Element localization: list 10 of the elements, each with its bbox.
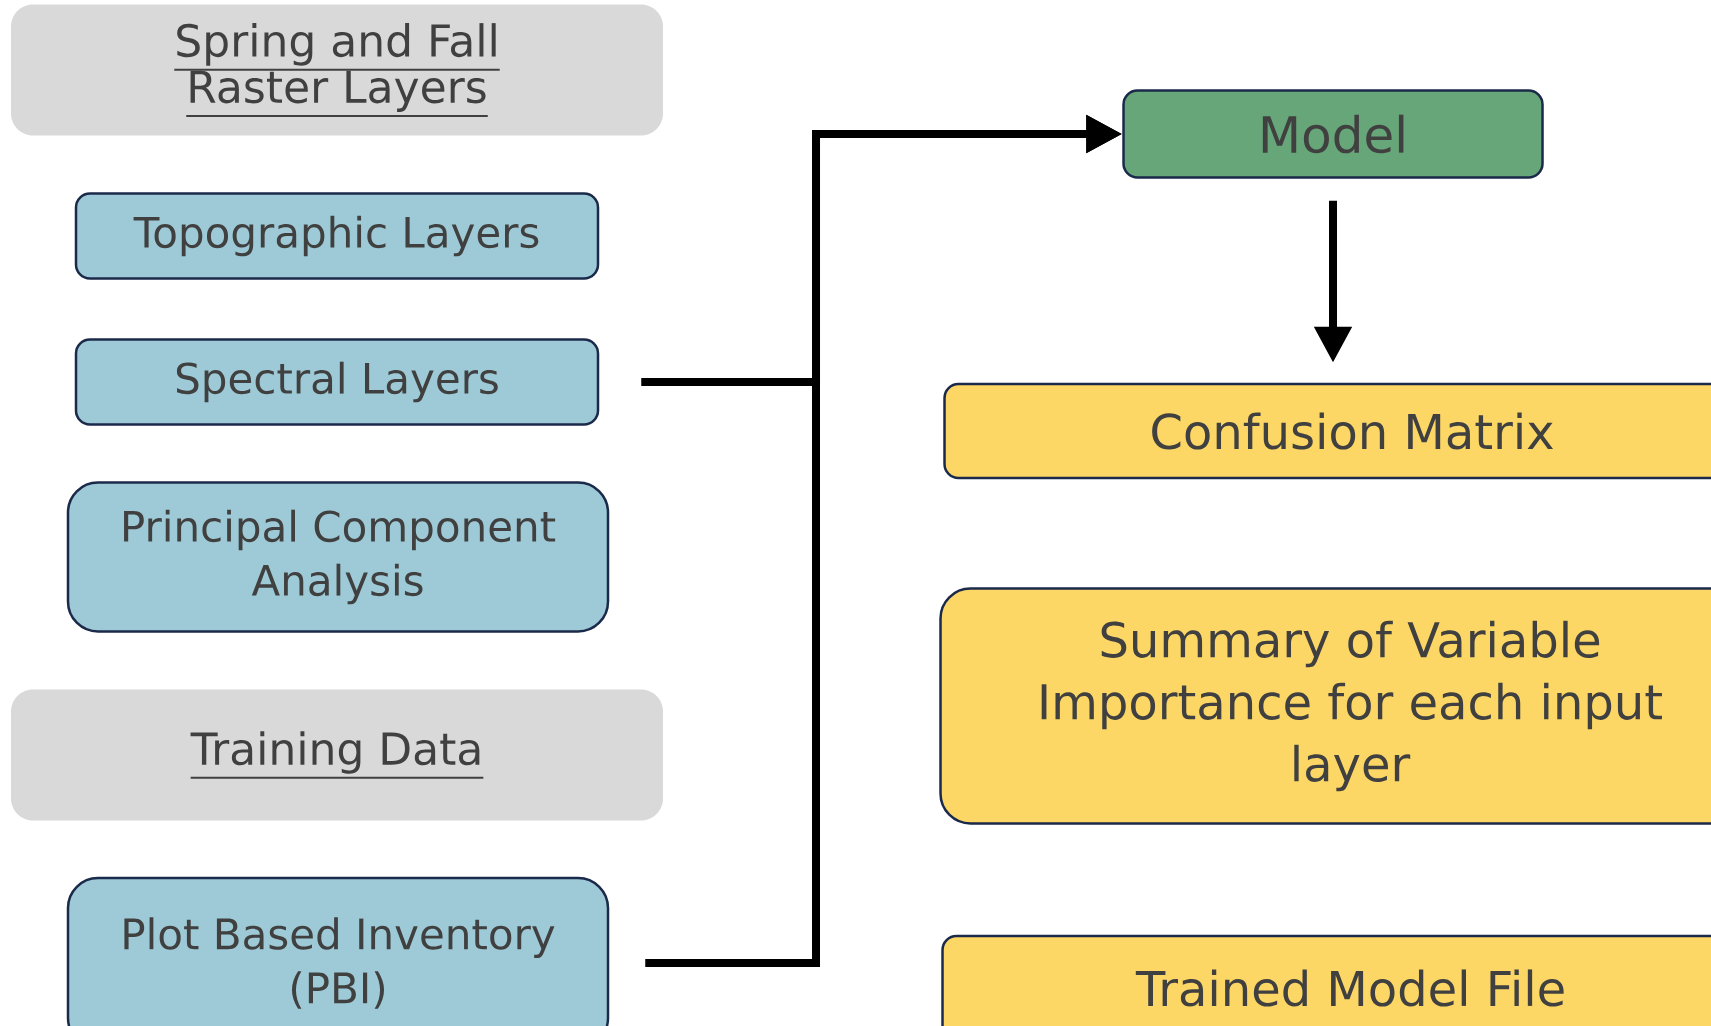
input-box: Plot Based Inventory (PBI) bbox=[66, 876, 610, 1026]
section-heading-box: Spring and Fall Raster Layers bbox=[11, 4, 663, 136]
section-heading-box: Training Data bbox=[11, 689, 663, 821]
output-box: Trained Model File bbox=[941, 934, 1711, 1026]
input-box: Topographic Layers bbox=[74, 192, 600, 280]
input-box: Spectral Layers bbox=[74, 338, 600, 426]
input-box: Principal Component Analysis bbox=[66, 481, 610, 633]
model-box: Model bbox=[1122, 89, 1544, 179]
output-box: Summary of Variable Importance for each input layer bbox=[939, 587, 1711, 825]
output-box: Confusion Matrix bbox=[943, 382, 1711, 480]
